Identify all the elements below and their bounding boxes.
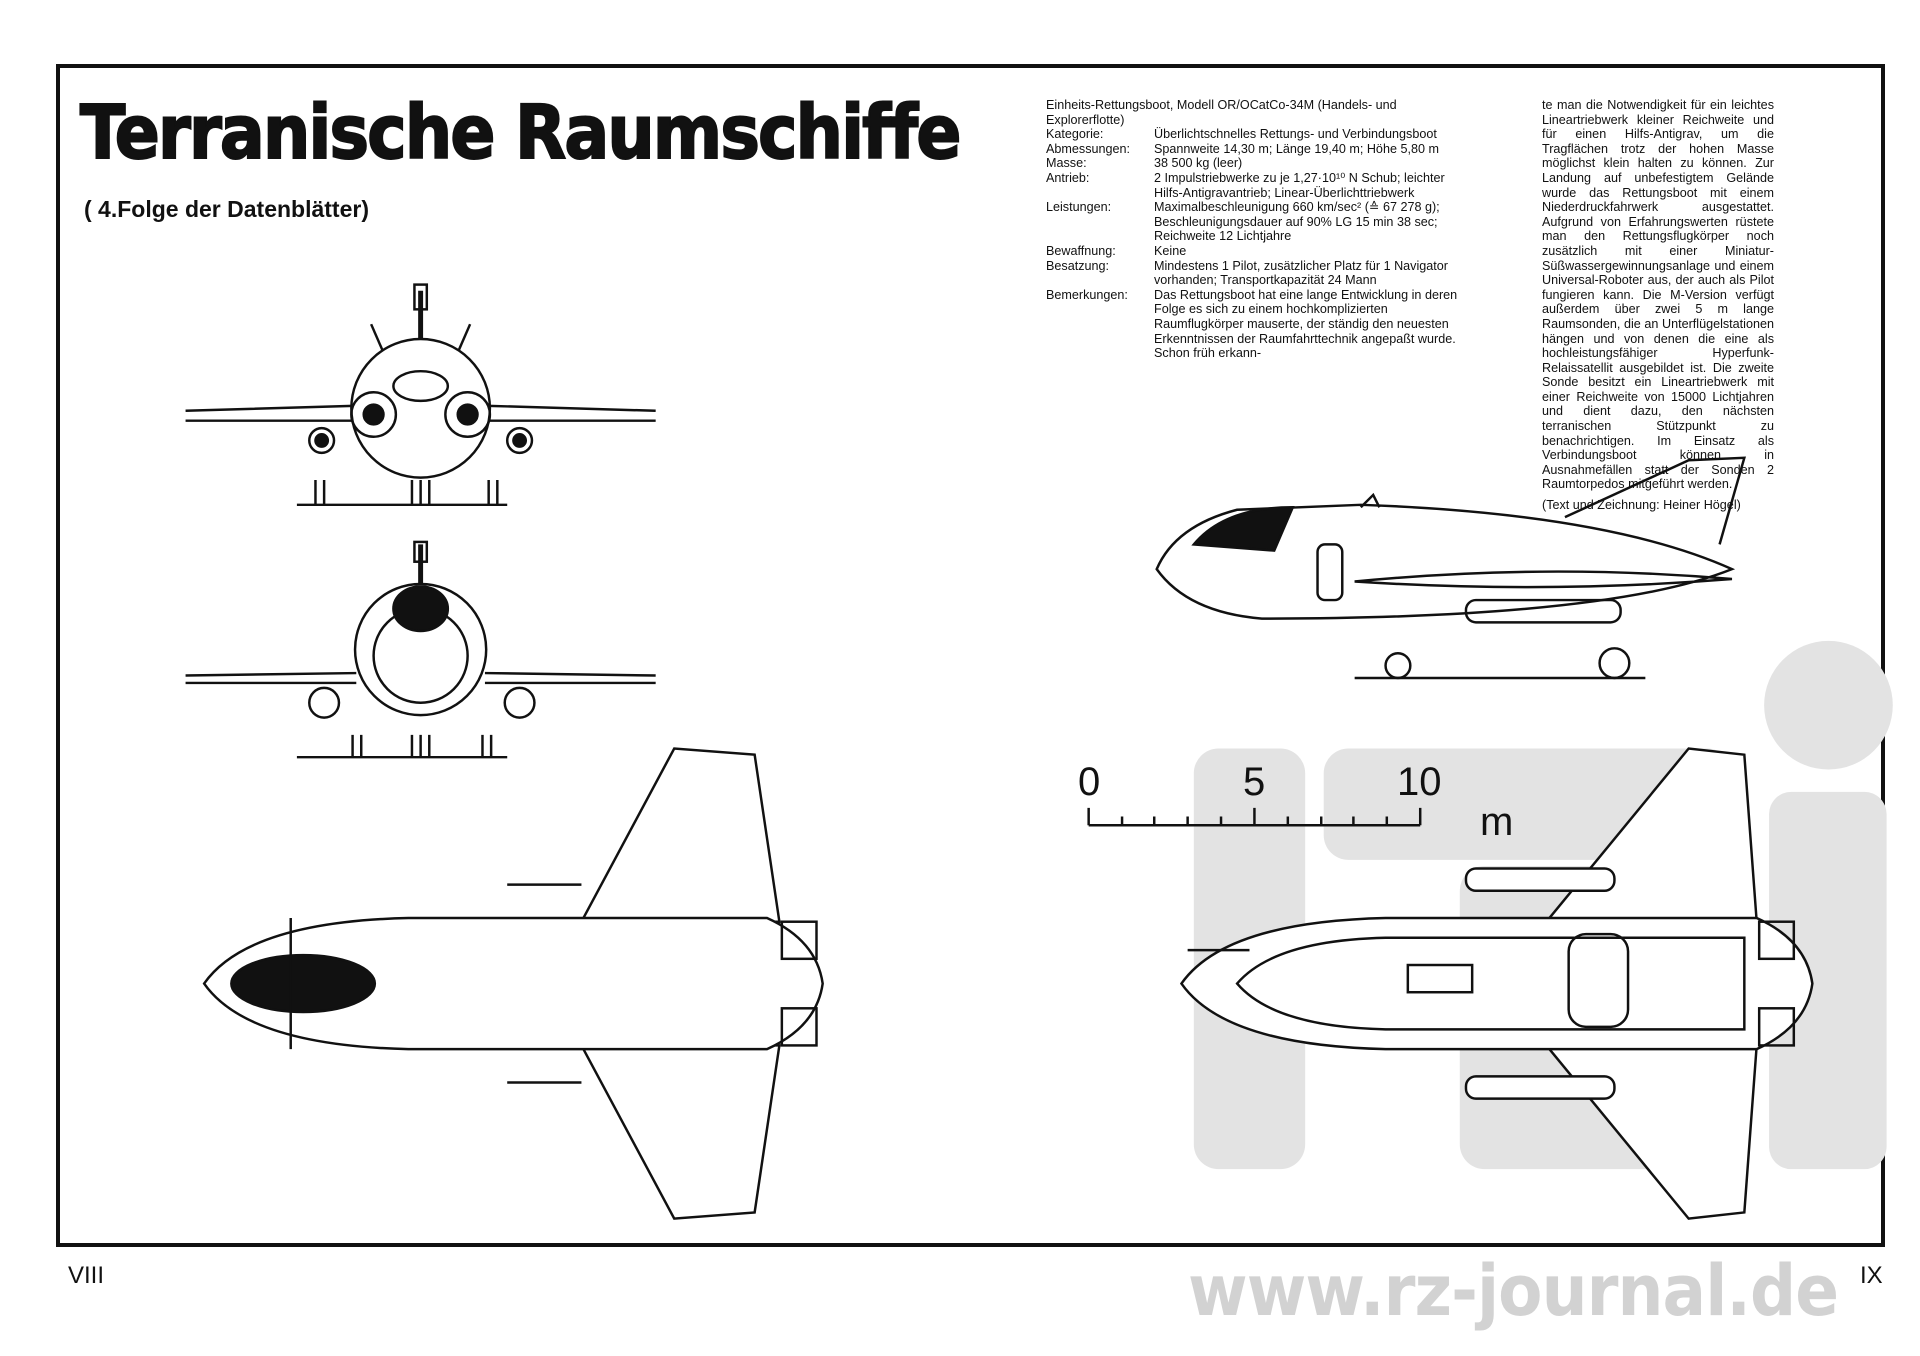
continuation-column: te man die Notwendigkeit für ein leichte… [1542, 98, 1774, 513]
page-title: Terranische Raumschiffe [79, 89, 962, 177]
front-view-drawing [185, 283, 656, 507]
scale-label-5: 5 [1243, 760, 1266, 804]
side-view-drawing [1155, 456, 1746, 680]
watermark-text: www.rz-journal.de [1188, 1250, 1839, 1332]
spec-value: Überlichtschnelles Rettungs- und Verbind… [1154, 127, 1437, 142]
spec-value: Das Rettungsboot hat eine lange Entwickl… [1154, 287, 1458, 361]
spec-row: Kategorie: Überlichtschnelles Rettungs- u… [1046, 127, 1466, 142]
spec-label: Masse: [1046, 156, 1087, 171]
spec-label: Antrieb: [1046, 170, 1090, 185]
spec-value: Spannweite 14,30 m; Länge 19,40 m; Höhe … [1154, 141, 1439, 156]
spec-value: 38 500 kg (leer) [1154, 156, 1243, 171]
credit-line: (Text und Zeichnung: Heiner Högel) [1542, 498, 1741, 513]
spec-intro: Einheits-Rettungsboot, Modell OR/OCatCo-… [1046, 98, 1397, 127]
spec-column: Einheits-Rettungsboot, Modell OR/OCatCo-… [1046, 98, 1466, 361]
scale-unit: m [1480, 800, 1514, 844]
scale-label-10: 10 [1397, 760, 1442, 804]
scale-label-0: 0 [1078, 760, 1101, 804]
spec-label: Bemerkungen: [1046, 287, 1128, 302]
spec-label: Abmessungen: [1046, 141, 1131, 156]
spec-row: Leistungen: Maximalbeschleunigung 660 km/… [1046, 200, 1466, 244]
spec-label: Leistungen: [1046, 200, 1112, 215]
spec-value: Maximalbeschleunigung 660 km/sec² (≙ 67 … [1154, 200, 1440, 244]
spec-row: Besatzung: Mindestens 1 Pilot, zusätzlich… [1046, 259, 1466, 288]
spec-value: Keine [1154, 243, 1187, 258]
page-number-right: IX [1860, 1262, 1883, 1289]
spec-row: Bewaffnung: Keine [1046, 244, 1466, 259]
spec-row: Bemerkungen: Das Rettungsboot hat eine la… [1046, 288, 1466, 361]
spec-row: Masse: 38 500 kg (leer) [1046, 156, 1466, 171]
continuation-text: te man die Notwendigkeit für ein leichte… [1542, 98, 1774, 492]
page-border [56, 64, 1885, 1247]
top-view-drawing [202, 747, 824, 1220]
spec-label: Kategorie: [1046, 127, 1104, 142]
spec-row: Abmessungen: Spannweite 14,30 m; Länge 19… [1046, 142, 1466, 157]
spec-row: Antrieb: 2 Impulstriebwerke zu je 1,27·10… [1046, 171, 1466, 200]
page-subtitle: ( 4.Folge der Datenblätter) [84, 196, 369, 222]
bottom-view-drawing [1179, 747, 1814, 1220]
spec-label: Besatzung: [1046, 258, 1110, 273]
scale-bar [1087, 807, 1422, 827]
spec-value: Mindestens 1 Pilot, zusätzlicher Platz f… [1154, 258, 1448, 288]
page-number-left: VIII [68, 1262, 105, 1289]
spec-label: Bewaffnung: [1046, 243, 1116, 258]
spec-value: 2 Impulstriebwerke zu je 1,27·10¹⁰ N Sch… [1154, 170, 1445, 200]
rear-view-drawing [185, 540, 656, 759]
